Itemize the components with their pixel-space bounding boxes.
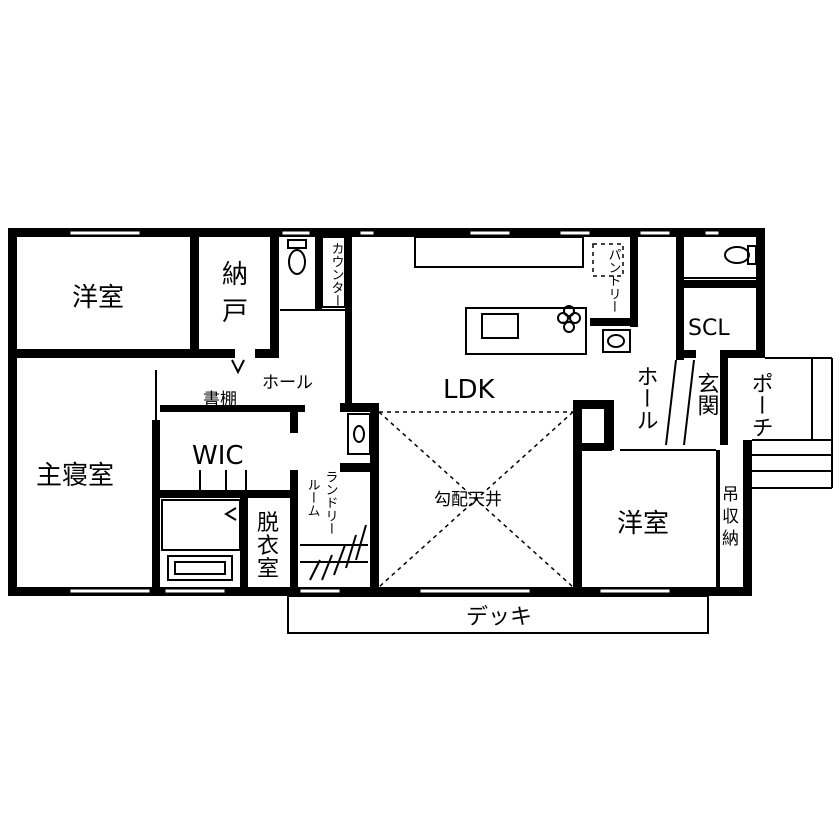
outer-wall-top [8,228,765,237]
door-ticks [155,309,581,580]
wall-storage-bottom [190,349,235,358]
room-label-hall-east: ホール [633,365,658,431]
room-label-porch: ポーチ [748,372,773,438]
toilet-2-icon [724,245,757,265]
wall-hall-east-left [630,237,638,327]
wall-master-right [152,420,160,596]
room-label-bookshelf: 書棚 [203,390,237,410]
room-label-vaulted-ceiling: 勾配天井 [434,490,502,510]
washbasin-icon [602,329,631,353]
wall-hall-stub [290,405,298,433]
room-label-wic: WIC [192,441,244,471]
wall-nw-room-bottom [8,349,198,358]
wall-pillar [604,400,614,450]
room-label-storage-2: 戸 [222,297,248,327]
room-label-western-nw: 洋室 [72,283,124,313]
stove-icon [557,305,581,333]
wall-laundry-top [340,403,379,412]
windows-bottom [69,588,671,594]
deck-outline [287,595,709,634]
wall-toilet1-right [315,228,322,310]
wall-se-room-left [573,400,582,596]
wall-bookshelf [160,405,305,412]
porch-stairs [752,357,833,489]
hall-east-lines [620,359,716,451]
outer-wall-right-lower [743,440,752,596]
room-label-hanging-storage-2: 収 [722,507,739,527]
wall-counter-right [345,228,352,403]
triangle-mark-bath [224,507,237,521]
wall-laundry-right [370,403,379,596]
wall-storage-se-left [716,450,720,596]
wall-storage-bottom-2 [255,349,279,358]
room-label-hanging-storage-1: 吊 [722,485,739,505]
windows-top [69,230,720,236]
wall-genkan-right [720,350,728,445]
room-label-ldk: LDK [443,375,496,405]
counter-box [321,236,346,308]
wall-scl-top [676,280,765,288]
room-label-storage-1: 納 [222,260,248,290]
bathtub-icon [161,499,241,581]
wall-scl-bottom [676,350,696,358]
room-label-western-se: 洋室 [617,509,669,539]
pantry-box [592,243,624,277]
wall-pantry-bottom [590,318,630,326]
room-label-master-bedroom: 主寝室 [36,461,114,491]
room-label-laundry-1: ランドリー [323,470,338,535]
wall-wic-right [290,470,298,596]
laundry-sink-icon [347,413,371,455]
room-label-hanging-storage-3: 納 [722,529,739,549]
toilet-1-icon [287,239,307,275]
wall-scl-bottom-2 [720,350,765,358]
room-label-counter: カウンター [329,242,344,307]
wall-storage-right [270,228,279,358]
laundry-rack-lines [300,524,368,581]
wall-se-room-top [582,443,612,451]
room-label-pantry: パントリー [606,248,622,313]
wall-nw-room-right [190,228,199,358]
wall-scl-left [676,237,684,360]
outer-wall-right-upper [756,228,765,358]
kitchen-island [465,307,587,355]
vaulted-ceiling-lines [378,411,574,588]
room-label-dressing-2: 衣 [257,534,279,559]
wall-ldk-right [582,400,612,409]
room-label-laundry-2: ルーム [305,478,320,517]
kitchen-back-counter [414,236,584,268]
wall-bath-right [240,498,248,596]
triangle-mark-hall [231,359,245,375]
outer-wall-bottom [8,587,752,596]
room-label-genkan: 玄関 [694,372,719,416]
room-label-scl: SCL [688,316,730,341]
room-label-dressing-3: 室 [257,557,279,582]
outer-wall-left [8,228,17,596]
room-label-dressing-1: 脱 [257,511,279,536]
wall-laundry-sink-base [340,463,379,472]
island-sink [481,313,519,339]
wall-wic-bottom [152,490,297,498]
room-label-hall-center: ホール [262,373,313,393]
room-label-deck: デッキ [466,605,532,630]
